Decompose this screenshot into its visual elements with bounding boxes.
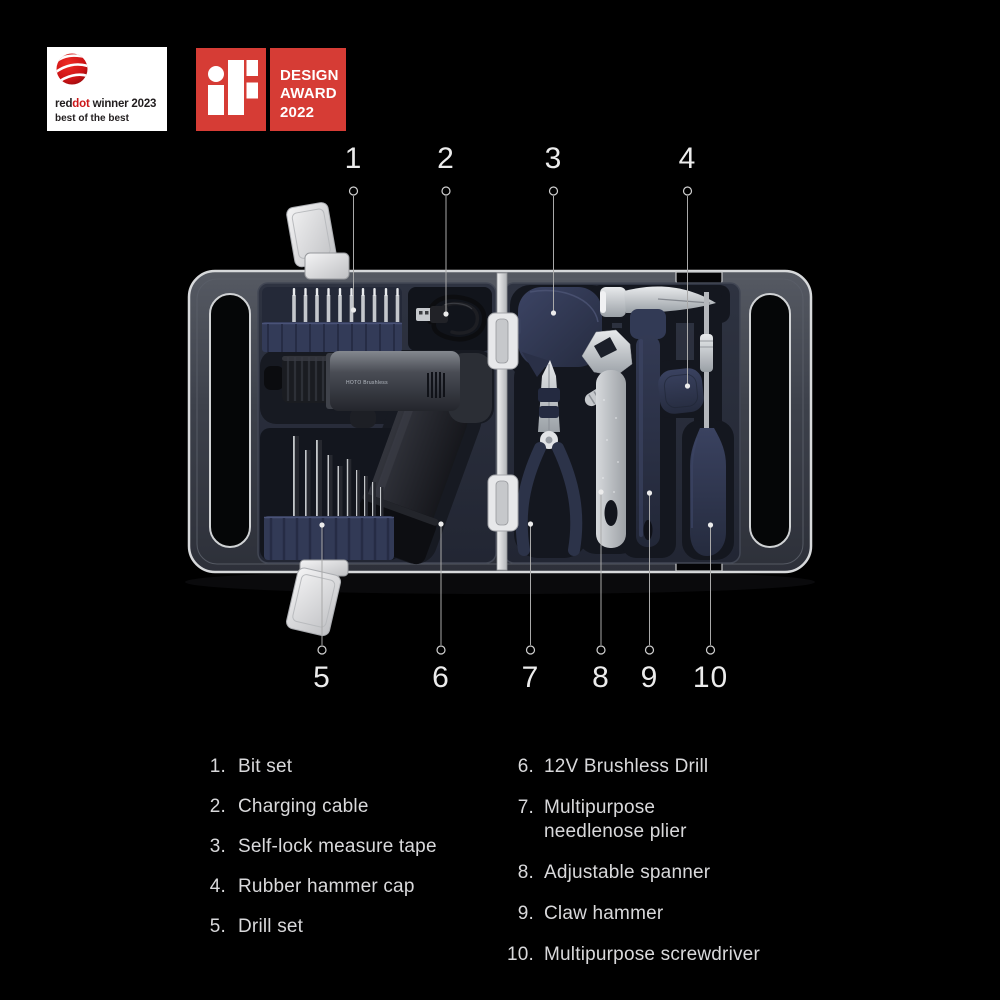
legend-num: 4.	[209, 876, 226, 897]
if-line-design: DESIGN	[280, 67, 339, 84]
legend-label: Multipurpose needlenose plier	[544, 797, 687, 842]
legend-num: 5.	[209, 916, 226, 937]
legend-label: Self-lock measure tape	[238, 836, 437, 857]
legend-item-claw-hammer: 9. Claw hammer	[498, 902, 760, 926]
drill-set	[264, 436, 394, 560]
screwdriver-collar	[700, 334, 713, 372]
reddot-title: reddot winner 2023	[55, 98, 156, 110]
legend-item-adjustable-spanner: 8. Adjustable spanner	[498, 861, 760, 885]
handle-slot-left	[209, 293, 251, 548]
screwdriver-shaft	[704, 292, 709, 336]
adjustable-spanner	[581, 329, 633, 548]
legend-label: Claw hammer	[544, 903, 664, 924]
if-logo-box	[196, 48, 266, 131]
rubber-hammer-cap	[658, 368, 704, 414]
legend-label: Charging cable	[238, 796, 369, 817]
case-hinge	[487, 272, 519, 571]
spanner-handle	[596, 370, 626, 548]
multipurpose-screwdriver	[690, 292, 726, 556]
legend-item-bit-set: 1. Bit set	[196, 755, 437, 779]
legend-item-measure-tape: 3. Self-lock measure tape	[196, 835, 437, 859]
drill-vents	[427, 372, 445, 398]
reddot-subtitle: best of the best	[55, 113, 129, 124]
drill-brand-label: HOTO Brushless	[346, 380, 388, 386]
reddot-winner-year: winner 2023	[89, 98, 157, 110]
legend-item-needlenose-plier: 7. Multipurpose needlenose plier	[498, 796, 760, 844]
callout-number-9: 9	[640, 661, 659, 694]
needlenose-plier	[515, 360, 583, 556]
callout-number-10: 10	[692, 661, 729, 694]
if-line-year: 2022	[280, 103, 315, 121]
hammer-face	[600, 287, 626, 317]
legend-label: Adjustable spanner	[544, 862, 711, 883]
latch-notch-top	[675, 271, 723, 285]
drill-nose	[264, 366, 284, 390]
legend-label: Rubber hammer cap	[238, 876, 415, 897]
legend-item-drill-set: 5. Drill set	[196, 915, 437, 939]
legend-num: 7.	[517, 797, 534, 818]
legend-label: Drill set	[238, 916, 304, 937]
plier-handle-right	[552, 442, 583, 556]
legend-label: Bit set	[238, 756, 293, 777]
legend-num: 2.	[209, 796, 226, 817]
reddot-logo-icon	[56, 53, 88, 85]
legend-num: 3.	[209, 836, 226, 857]
legend-num: 6.	[517, 756, 534, 777]
if-logo-icon	[208, 60, 258, 115]
legend-item-multipurpose-screwdriver: 10. Multipurpose screwdriver	[498, 943, 760, 967]
legend-num: 9.	[517, 903, 534, 924]
reddot-word-dot: dot	[72, 98, 90, 110]
reddot-award-badge: reddot winner 2023 best of the best	[47, 47, 167, 131]
legend-num: 1.	[209, 756, 226, 777]
claw-hammer	[600, 286, 716, 547]
clasp-top	[286, 202, 350, 280]
callout-number-3: 3	[544, 142, 563, 175]
callout-lines	[321, 196, 711, 645]
callout-dots	[319, 307, 714, 528]
drill-chuck	[282, 355, 332, 403]
callout-number-1: 1	[344, 142, 363, 175]
plier-handle-left	[515, 442, 546, 556]
legend-item-charging-cable: 2. Charging cable	[196, 795, 437, 819]
reddot-word-red: red	[55, 98, 73, 110]
spanner-jaw-gap	[594, 337, 617, 358]
case-shadow	[185, 570, 815, 594]
legend-left-column: 1. Bit set 2. Charging cable 3. Self-loc…	[196, 755, 437, 955]
if-award-text: DESIGN AWARD 2022	[270, 48, 346, 131]
handle-slot-right	[749, 293, 791, 548]
legend-label: Multipurpose screwdriver	[544, 944, 760, 965]
hammer-hang-hole	[643, 520, 653, 540]
callout-number-8: 8	[592, 661, 610, 694]
legend-num: 8.	[517, 862, 534, 883]
legend-label: 12V Brushless Drill	[544, 756, 709, 777]
bit-set	[262, 288, 402, 352]
callout-number-6: 6	[432, 661, 450, 694]
callout-number-7: 7	[521, 661, 540, 694]
callout-number-2: 2	[437, 142, 455, 175]
legend-num: 10.	[506, 944, 534, 965]
callout-rings	[317, 186, 716, 655]
legend-right-column: 6. 12V Brushless Drill 7. Multipurpose n…	[498, 755, 760, 984]
drill-trigger	[350, 408, 376, 428]
callout-number-4: 4	[678, 142, 697, 175]
callout-number-5: 5	[313, 661, 331, 694]
clasp-bottom	[286, 559, 349, 637]
spanner-hang-hole	[604, 500, 618, 526]
legend-item-rubber-hammer-cap: 4. Rubber hammer cap	[196, 875, 437, 899]
usb-connector	[416, 308, 432, 321]
if-line-award: AWARD	[280, 85, 337, 103]
legend-item-brushless-drill: 6. 12V Brushless Drill	[498, 755, 760, 779]
screwdriver-handle	[690, 428, 726, 556]
if-design-award-badge: DESIGN AWARD 2022	[196, 48, 346, 131]
